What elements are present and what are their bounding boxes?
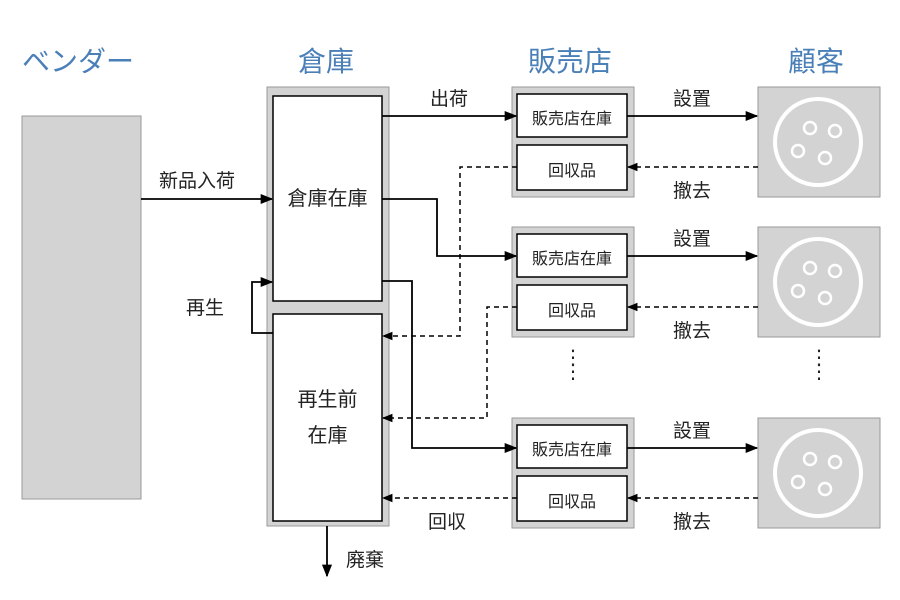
header-vendor: ベンダー	[22, 45, 135, 78]
pre-regen-label-line2: 在庫	[307, 423, 348, 447]
store-2-install-label: 設置	[673, 228, 712, 250]
warehouse-inventory-label: 倉庫在庫	[287, 186, 368, 210]
customer-block-3	[757, 417, 881, 529]
store-group-1	[511, 86, 635, 198]
store-1-returned-label: 回収品	[547, 161, 596, 180]
store-1-install-label: 設置	[673, 88, 712, 110]
store-returned-box	[516, 475, 628, 522]
customer-ellipsis-glyph: ⋮	[809, 345, 829, 369]
circle-device-icon	[773, 97, 863, 187]
arrow-ship-2	[382, 198, 518, 262]
arrow-ship-3	[382, 280, 518, 454]
circle-device-icon	[773, 237, 863, 327]
header-store: 販売店	[528, 45, 613, 78]
label-regenerate: 再生	[186, 297, 225, 319]
store-3-returned-label: 回収品	[547, 492, 596, 511]
store-1-inventory-label: 販売店在庫	[531, 109, 612, 128]
store-inventory-box	[516, 424, 628, 469]
store-returned-box	[516, 284, 628, 331]
pre-regen-label-line1: 再生前	[297, 387, 358, 411]
arrow-collect-1	[381, 166, 517, 341]
label-new-arrival: 新品入荷	[159, 170, 236, 192]
customer-ellipsis-glyph: ⋮	[809, 359, 829, 383]
store-ellipsis: ⋮ ⋮	[563, 345, 583, 383]
customer-block-1	[757, 86, 881, 198]
label-ship: 出荷	[430, 88, 469, 110]
header-customer: 顧客	[788, 45, 845, 78]
store-ellipsis-glyph: ⋮	[563, 359, 583, 383]
customer-block-2	[757, 226, 881, 338]
store-3-install-label: 設置	[673, 420, 712, 442]
store-group-3	[511, 417, 635, 529]
customer-ellipsis: ⋮ ⋮	[809, 345, 829, 383]
store-3-inventory-label: 販売店在庫	[531, 440, 612, 459]
warehouse-inventory-box	[272, 95, 383, 302]
store-ellipsis-glyph: ⋮	[563, 345, 583, 369]
arrow-regenerate	[251, 276, 274, 334]
label-collect: 回収	[428, 511, 467, 533]
header-warehouse: 倉庫	[298, 45, 355, 78]
store-2-returned-label: 回収品	[547, 301, 596, 320]
vendor-block	[21, 115, 142, 500]
circle-device-icon	[773, 428, 863, 518]
pre-regen-inventory-box	[272, 313, 383, 522]
store-2-remove-label: 撤去	[673, 320, 712, 342]
store-3-remove-label: 撤去	[673, 511, 712, 533]
store-1-remove-label: 撤去	[673, 180, 712, 202]
label-dispose: 廃棄	[346, 549, 385, 571]
arrow-collect-2	[381, 306, 517, 423]
store-returned-box	[516, 144, 628, 191]
store-2-inventory-label: 販売店在庫	[531, 249, 612, 268]
